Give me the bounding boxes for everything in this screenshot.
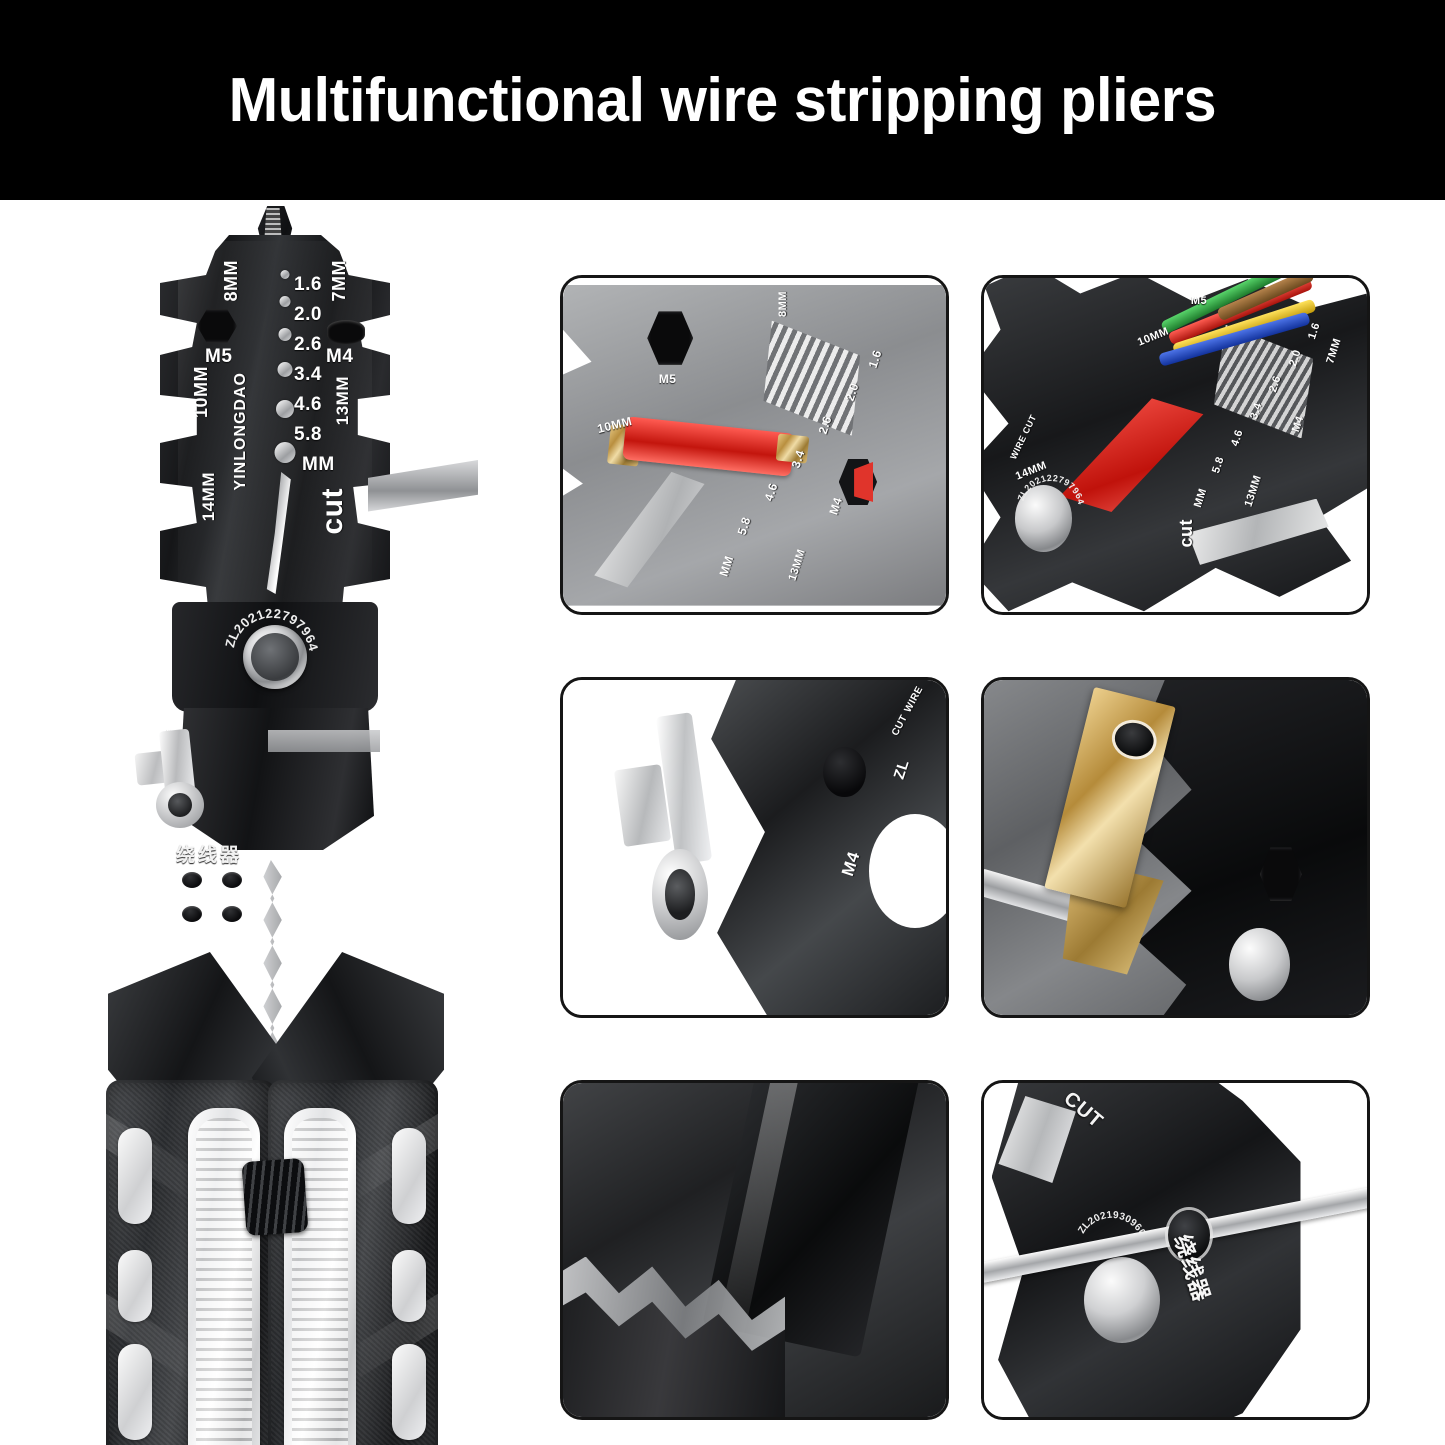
label-7mm: 7MM	[329, 260, 349, 302]
handle-left	[100, 1080, 276, 1445]
size-label: 2.0	[294, 304, 322, 325]
handle-right	[268, 1080, 438, 1445]
size-label: 4.6	[294, 394, 322, 415]
header-banner: Multifunctional wire stripping pliers	[0, 0, 1445, 200]
cut-label: cut	[1175, 518, 1196, 548]
label-8mm: 8MM	[777, 291, 790, 318]
pliers-tool: 8MM M5 10MM 14MM 7MM M4 13MM YINLONGDAO …	[0, 200, 540, 1445]
strip-hole	[277, 362, 293, 377]
handle-pad	[118, 1344, 152, 1440]
label-m5: M5	[658, 371, 677, 386]
winder-hook-arm	[614, 711, 755, 955]
cut-label: cut	[316, 488, 349, 535]
pivot-rivet-icon	[1014, 485, 1073, 553]
size-label: 5.8	[294, 424, 322, 445]
handle-pad	[118, 1250, 152, 1322]
size-label: 2.6	[294, 334, 322, 355]
hex-socket-icon	[647, 311, 694, 365]
size-label: 3.4	[294, 364, 322, 385]
panel-winder-in-use: ZL2021930960 CUT 绕线器	[981, 1079, 1370, 1420]
strip-hole	[280, 270, 290, 279]
detail-panel-grid: M5 8MM 10MM 1.6 2.0 2.6 3.4 4.6 5.8 MM M…	[560, 275, 1370, 1420]
label-m5: M5	[1190, 294, 1208, 307]
panel-single-wire-stripping: M5 8MM 10MM 1.6 2.0 2.6 3.4 4.6 5.8 MM M…	[560, 275, 949, 616]
stripping-holes	[272, 270, 298, 480]
hero-product-image: 8MM M5 10MM 14MM 7MM M4 13MM YINLONGDAO …	[0, 200, 540, 1445]
strip-hole	[274, 442, 296, 463]
label-m5: M5	[205, 346, 233, 367]
winder-label-cn: 绕线器	[176, 844, 243, 866]
lug-hole-icon	[1111, 718, 1158, 760]
panel-terminal-lug-crimping	[981, 677, 1370, 1018]
winder-hole	[823, 747, 866, 798]
winder-hole	[182, 906, 202, 922]
coil-spring-icon	[241, 1157, 309, 1237]
strip-hole	[278, 328, 292, 341]
brand-name: YINLONGDAO	[232, 372, 249, 491]
neck-highlight-band	[268, 730, 380, 752]
label-8mm: 8MM	[221, 260, 241, 302]
winder-hole	[1167, 1209, 1210, 1260]
winder-hole	[182, 872, 202, 888]
label-13mm: 13MM	[333, 376, 352, 426]
unit-label: MM	[302, 454, 335, 475]
winder-hole	[222, 872, 242, 888]
label-10mm: 10MM	[191, 366, 211, 419]
panel-wire-winder-hook: M4 ZL WIRE CUT	[560, 677, 949, 1018]
winder-aperture	[869, 814, 946, 928]
pivot-rivet-icon	[1083, 1256, 1161, 1344]
pivot-rivet-icon	[1229, 927, 1291, 1002]
handle-pad	[118, 1128, 152, 1224]
handle-pad	[392, 1250, 426, 1322]
oval-socket-icon	[327, 320, 365, 344]
page-title: Multifunctional wire stripping pliers	[228, 65, 1217, 135]
hex-socket-icon	[1259, 847, 1302, 901]
wire-winder-hook	[134, 728, 232, 828]
grip-insert	[188, 1108, 260, 1445]
size-label: 1.6	[294, 274, 322, 295]
label-14mm: 14MM	[199, 472, 218, 522]
handle-pad	[392, 1128, 426, 1224]
label-m4-right: M4	[326, 346, 354, 367]
strip-hole	[279, 296, 291, 307]
winder-hole	[222, 906, 242, 922]
strip-hole	[276, 400, 294, 418]
handle-pad	[392, 1344, 426, 1440]
pivot-rivet-icon	[243, 625, 307, 689]
panel-crimp-jaw-profile	[560, 1079, 949, 1420]
